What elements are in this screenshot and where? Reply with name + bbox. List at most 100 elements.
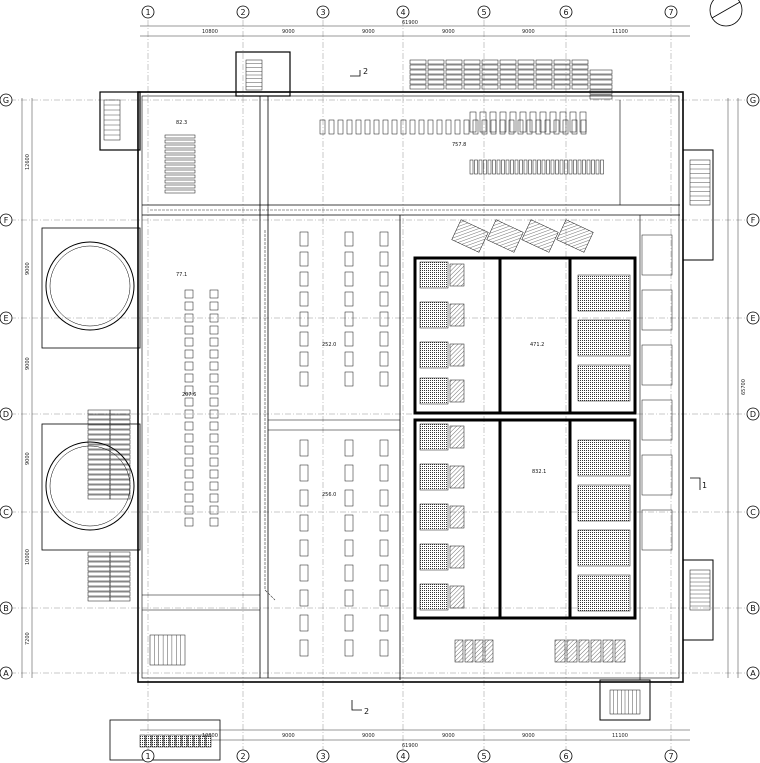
equipment-block xyxy=(492,159,496,175)
equipment-block xyxy=(571,74,589,80)
equipment-block xyxy=(517,74,535,80)
equipment-block xyxy=(589,94,613,100)
equipment-block xyxy=(427,59,445,65)
equipment-block xyxy=(344,251,354,267)
equipment-block xyxy=(184,421,194,431)
equipment-block xyxy=(109,566,131,572)
equipment-block xyxy=(299,291,309,307)
equipment-block xyxy=(464,639,474,663)
equipment-block xyxy=(379,539,389,557)
col-top-label-1: 1 xyxy=(145,8,150,17)
row-left-label-g: G xyxy=(3,96,9,105)
equipment-block xyxy=(109,464,131,470)
dimension-lines xyxy=(21,25,739,741)
top-overall: 61900 xyxy=(402,20,418,26)
north-arrow-icon xyxy=(709,0,743,27)
equipment-block xyxy=(409,59,427,65)
row-left-label-e: E xyxy=(3,314,8,323)
equipment-block xyxy=(600,159,604,175)
equipment-block xyxy=(535,59,553,65)
equipment-block xyxy=(553,59,571,65)
equipment-block xyxy=(591,159,595,175)
equipment-block xyxy=(184,469,194,479)
room-labels: 207.6 252.0 256.0 471.2 832.1 757.8 82.3… xyxy=(176,120,546,498)
equipment-block xyxy=(344,539,354,557)
equipment-block xyxy=(517,119,524,135)
col-bottom-label-1: 1 xyxy=(145,752,150,761)
equipment-block xyxy=(344,351,354,367)
equipment-block xyxy=(379,439,389,457)
equipment-block xyxy=(571,69,589,75)
equipment-block xyxy=(508,119,515,135)
equipment-block xyxy=(379,271,389,287)
equipment-block xyxy=(164,144,196,149)
equipment-block xyxy=(418,119,425,135)
equipment-block xyxy=(209,409,219,419)
equipment-block xyxy=(445,64,463,70)
equipment-block xyxy=(589,79,613,85)
equipment-block xyxy=(209,373,219,383)
equipment-block xyxy=(379,464,389,482)
equipment-block xyxy=(164,134,196,139)
equipment-block xyxy=(184,313,194,323)
equipment-block xyxy=(641,289,673,331)
equipment-block xyxy=(489,111,497,133)
equipment-block xyxy=(463,119,470,135)
equipment-block xyxy=(209,361,219,371)
equipment-block xyxy=(299,271,309,287)
equipment-block xyxy=(535,64,553,70)
equipment-block xyxy=(445,59,463,65)
equipment-block xyxy=(344,311,354,327)
equipment-block xyxy=(449,379,465,403)
equipment-block xyxy=(344,439,354,457)
row-left-label-d: D xyxy=(3,410,9,419)
equipment-block xyxy=(209,505,219,515)
col-bottom-label-7: 7 xyxy=(668,752,673,761)
equipment-block xyxy=(164,149,196,154)
equipment-block xyxy=(209,445,219,455)
left-span-3: 9000 xyxy=(25,357,31,370)
col-top-label-2: 2 xyxy=(240,8,245,17)
equipment-block xyxy=(517,84,535,90)
equipment-block xyxy=(487,159,492,175)
top-span-1: 10800 xyxy=(202,29,218,35)
equipment-block xyxy=(109,409,131,415)
equipment-block xyxy=(529,111,537,133)
equipment-block xyxy=(499,59,517,65)
equipment-block xyxy=(184,409,194,419)
equipment-block xyxy=(449,425,465,449)
equipment-block xyxy=(209,457,219,467)
equipment-block xyxy=(562,119,569,135)
equipment-block xyxy=(184,457,194,467)
equipment-block xyxy=(517,64,535,70)
equipment-block xyxy=(87,596,111,602)
equipment-block xyxy=(499,69,517,75)
row-right-label-e: E xyxy=(750,314,755,323)
equipment-block xyxy=(379,639,389,657)
equipment-block xyxy=(184,517,194,527)
equipment-block xyxy=(550,159,555,175)
building-walls xyxy=(41,51,714,761)
equipment-block xyxy=(595,159,600,175)
equipment-block xyxy=(109,454,131,460)
equipment-block xyxy=(553,64,571,70)
equipment-block xyxy=(184,301,194,311)
equipment-block xyxy=(602,639,614,663)
equipment-block xyxy=(184,337,194,347)
equipment-block xyxy=(164,179,196,184)
equipment-block xyxy=(109,459,131,465)
equipment-block xyxy=(87,489,111,495)
equipment-block xyxy=(577,439,631,477)
equipment-block xyxy=(87,469,111,475)
equipment-block xyxy=(641,509,673,551)
equipment-block xyxy=(193,734,200,748)
bottom-span-4: 9000 xyxy=(442,733,455,739)
equipment-block xyxy=(344,271,354,287)
equipment-block xyxy=(472,119,479,135)
equipment-block xyxy=(535,79,553,85)
equipment-block xyxy=(469,111,477,133)
equipment-block xyxy=(344,589,354,607)
equipment-block xyxy=(209,301,219,311)
